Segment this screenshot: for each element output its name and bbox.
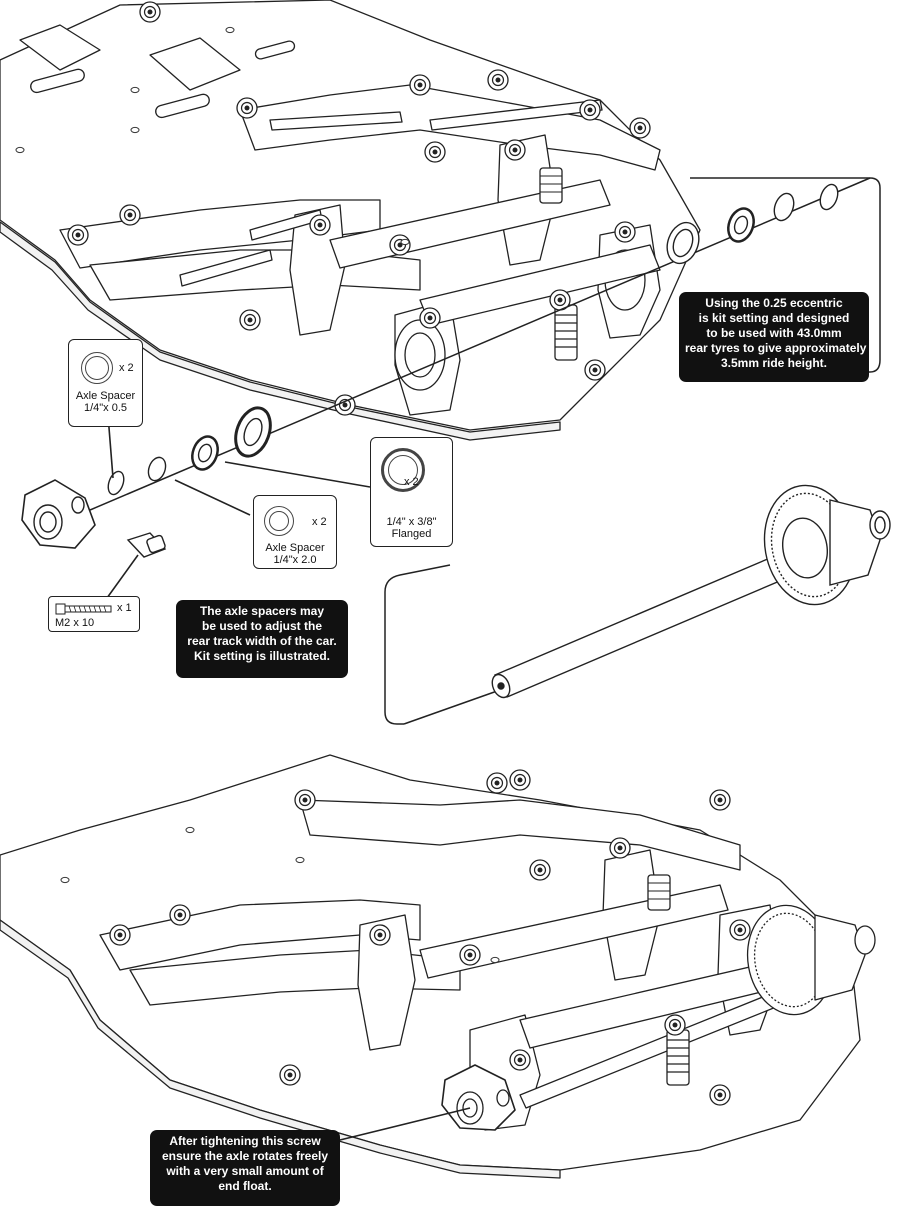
part-qty: x 2 bbox=[119, 362, 134, 374]
bearing-icon bbox=[381, 448, 425, 492]
spacer-ring-icon bbox=[81, 352, 113, 384]
part-axle-spacer-0-5: x 2 Axle Spacer 1/4"x 0.5 bbox=[68, 339, 143, 427]
part-axle-spacer-2-0: x 2 Axle Spacer 1/4"x 2.0 bbox=[253, 495, 337, 569]
callout-line: rear track width of the car. bbox=[187, 634, 337, 648]
part-size: M2 x 10 bbox=[55, 617, 95, 629]
callout-line: The axle spacers may bbox=[199, 604, 325, 618]
part-qty: x 2 bbox=[404, 476, 419, 488]
part-flanged-bearing: x 2 1/4" x 3/8" Flanged bbox=[370, 437, 453, 547]
bottom-chassis bbox=[0, 754, 876, 1179]
callout-line: ensure the axle rotates freely bbox=[161, 1149, 329, 1163]
part-qty: x 1 bbox=[117, 602, 132, 614]
callout-line: end float. bbox=[218, 1179, 272, 1193]
part-name: Axle Spacer bbox=[265, 542, 325, 554]
part-size: 1/4" x 3/8" bbox=[386, 516, 437, 528]
part-screw-m2x10: x 1 M2 x 10 bbox=[48, 596, 140, 632]
spacer-ring-icon bbox=[264, 506, 294, 536]
callout-line: is kit setting and designed bbox=[698, 311, 850, 325]
callout-line: Kit setting is illustrated. bbox=[193, 649, 331, 663]
callout-line: to be used with 43.0mm bbox=[706, 326, 842, 340]
axle-exploded bbox=[21, 177, 881, 558]
top-chassis bbox=[0, 0, 701, 441]
screw-icon bbox=[55, 603, 112, 615]
diff-axle-detail bbox=[384, 484, 891, 725]
callout-line: Using the 0.25 eccentric bbox=[705, 296, 843, 310]
part-size: 1/4"x 0.5 bbox=[83, 402, 128, 414]
callout-tightening-note: After tightening this screw ensure the a… bbox=[150, 1130, 340, 1206]
callout-line: 3.5mm ride height. bbox=[720, 356, 828, 370]
part-type: Flanged bbox=[391, 528, 432, 540]
part-size: 1/4"x 2.0 bbox=[273, 554, 317, 566]
callout-eccentric-note: Using the 0.25 eccentric is kit setting … bbox=[679, 292, 869, 382]
callout-line: rear tyres to give approximately bbox=[685, 341, 867, 355]
part-name: Axle Spacer bbox=[75, 390, 136, 402]
callout-line: be used to adjust the bbox=[201, 619, 322, 633]
part-qty: x 2 bbox=[312, 516, 327, 528]
callout-axle-spacers-note: The axle spacers may be used to adjust t… bbox=[176, 600, 348, 678]
tightening-leader bbox=[339, 1107, 471, 1141]
callout-line: with a very small amount of bbox=[166, 1164, 324, 1178]
callout-line: After tightening this screw bbox=[169, 1134, 321, 1148]
